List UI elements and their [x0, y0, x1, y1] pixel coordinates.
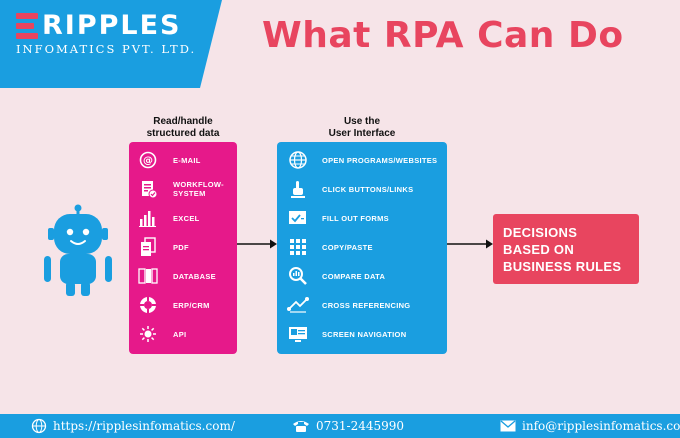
- envelope-icon: [500, 420, 516, 432]
- list-item-email: @ E-MAIL: [137, 150, 201, 170]
- item-label: PDF: [173, 242, 189, 252]
- item-label: CLICK BUTTONS/LINKS: [322, 184, 414, 194]
- pdf-document-icon: [137, 237, 159, 257]
- item-label: OPEN PROGRAMS/WEBSITES: [322, 155, 438, 165]
- list-item-open-programs: OPEN PROGRAMS/WEBSITES: [287, 150, 437, 170]
- logo-subtitle: INFOMATICS PVT. LTD.: [16, 42, 197, 56]
- list-item-cross-referencing: CROSS REFERENCING: [287, 295, 410, 315]
- screen-icon: [287, 324, 309, 344]
- arrow-to-ui-panel: [237, 239, 277, 249]
- list-item-pdf: PDF: [137, 237, 189, 257]
- workflow-icon: [137, 179, 159, 199]
- database-icon: [137, 266, 159, 286]
- svg-text:@: @: [143, 156, 153, 167]
- footer-website[interactable]: https://ripplesinfomatics.com/: [31, 414, 235, 438]
- footer-bar: https://ripplesinfomatics.com/ 0731-2445…: [0, 414, 680, 438]
- item-label: FILL OUT FORMS: [322, 213, 389, 223]
- item-label: ERP/CRM: [173, 300, 210, 310]
- email-icon: @: [137, 150, 159, 170]
- magnifier-icon: [287, 266, 309, 286]
- item-label: COMPARE DATA: [322, 271, 386, 281]
- left-heading-line1: Read/handle: [153, 116, 213, 127]
- left-column-heading: Read/handle structured data: [130, 116, 236, 140]
- grid-icon: [287, 237, 309, 257]
- list-item-compare-data: COMPARE DATA: [287, 266, 385, 286]
- globe-icon: [287, 150, 309, 170]
- telephone-icon: [293, 421, 309, 432]
- decision-line2: BASED ON: [503, 242, 575, 257]
- globe-icon: [31, 418, 47, 434]
- decision-line1: DECISIONS: [503, 225, 578, 240]
- decision-line3: BUSINESS RULES: [503, 259, 622, 274]
- list-item-copy-paste: COPY/PASTE: [287, 237, 373, 257]
- user-interface-panel: OPEN PROGRAMS/WEBSITES CLICK BUTTONS/LIN…: [277, 142, 447, 354]
- arrow-to-decisions: [447, 239, 493, 249]
- list-item-api: API: [137, 324, 186, 344]
- page-title: What RPA Can Do: [262, 15, 624, 56]
- list-item-screen-navigation: SCREEN NAVIGATION: [287, 324, 406, 344]
- phone-number[interactable]: 0731-2445990: [316, 419, 405, 433]
- item-label: DATABASE: [173, 271, 216, 281]
- item-label: API: [173, 329, 187, 339]
- item-label: E-MAIL: [173, 155, 201, 165]
- list-item-fill-forms: FILL OUT FORMS: [287, 208, 389, 228]
- excel-chart-icon: [137, 208, 159, 228]
- list-item-database: DATABASE: [137, 266, 216, 286]
- left-heading-line2: structured data: [146, 128, 220, 139]
- list-item-click-buttons: CLICK BUTTONS/LINKS: [287, 179, 413, 199]
- right-column-heading: Use the User Interface: [290, 116, 434, 140]
- footer-email[interactable]: info@ripplesinfomatics.com: [500, 414, 680, 438]
- footer-phone[interactable]: 0731-2445990: [292, 414, 404, 438]
- website-link[interactable]: https://ripplesinfomatics.com/: [53, 419, 235, 433]
- logo-name: RIPPLES: [42, 10, 182, 41]
- logo: RIPPLES INFOMATICS PVT. LTD.: [0, 0, 222, 88]
- structured-data-panel: @ E-MAIL WORKFLOW-SYSTEM EXCEL PDF DATAB…: [129, 142, 237, 354]
- cross-reference-icon: [287, 295, 309, 315]
- list-item-erp-crm: ERP/CRM: [137, 295, 210, 315]
- item-label: CROSS REFERENCING: [322, 300, 411, 310]
- right-heading-line1: Use the: [343, 116, 381, 127]
- robot-icon: [44, 204, 112, 296]
- decisions-box: DECISIONS BASED ON BUSINESS RULES: [493, 214, 639, 284]
- list-item-excel: EXCEL: [137, 208, 200, 228]
- api-gear-icon: [137, 324, 159, 344]
- click-hand-icon: [287, 179, 309, 199]
- form-check-icon: [287, 208, 309, 228]
- item-label: EXCEL: [173, 213, 200, 223]
- right-heading-line2: User Interface: [328, 128, 396, 139]
- logo-banner-shape: [0, 0, 222, 88]
- item-label: WORKFLOW-SYSTEM: [173, 180, 224, 198]
- lifebuoy-icon: [137, 295, 159, 315]
- list-item-workflow: WORKFLOW-SYSTEM: [137, 179, 224, 199]
- email-link[interactable]: info@ripplesinfomatics.com: [522, 419, 680, 433]
- item-label: COPY/PASTE: [322, 242, 373, 252]
- logo-e-icon: [16, 12, 38, 40]
- item-label: SCREEN NAVIGATION: [322, 329, 407, 339]
